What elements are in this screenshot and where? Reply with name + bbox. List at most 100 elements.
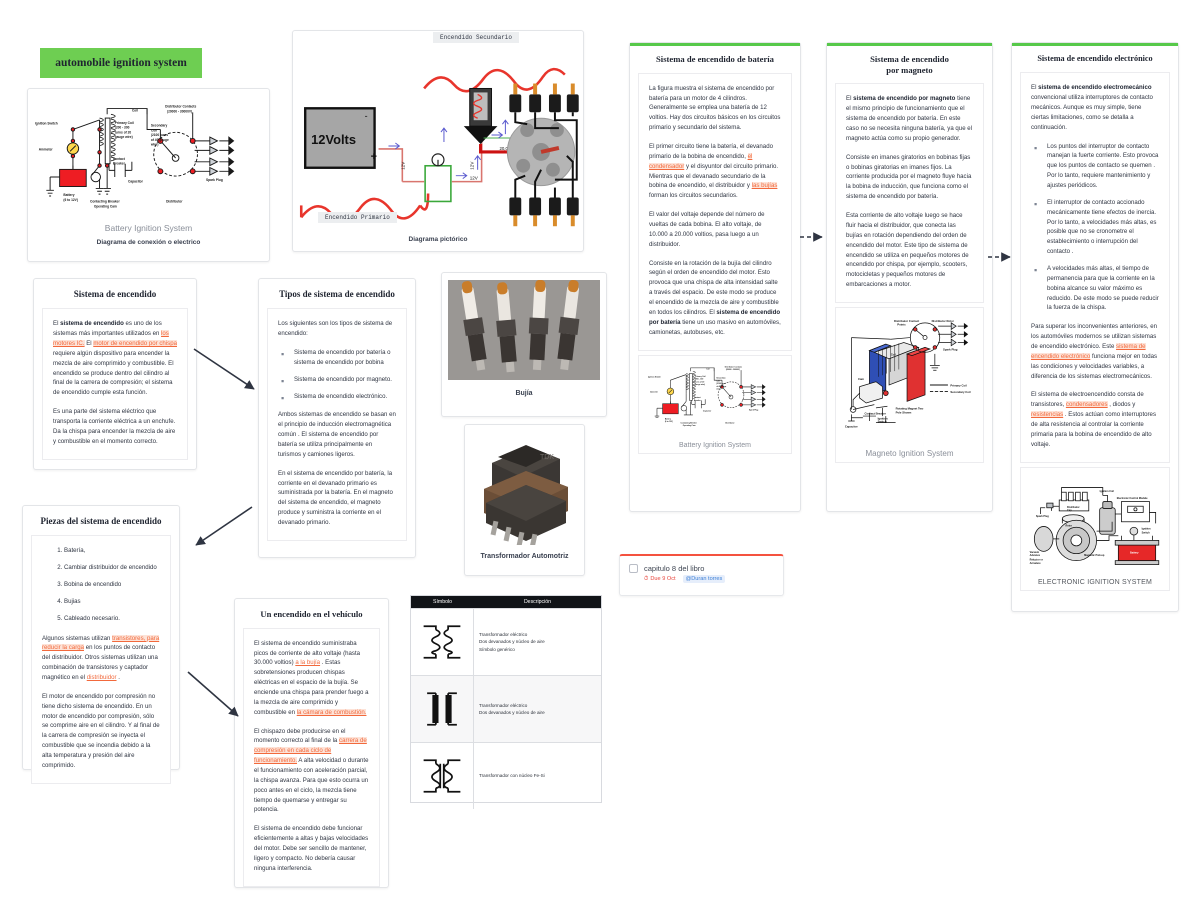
svg-text:Battery: Battery bbox=[665, 417, 671, 420]
link-las-bujias[interactable]: las bujías bbox=[751, 182, 778, 190]
svg-text:Rotor: Rotor bbox=[1065, 524, 1072, 527]
paragraph: Consiste en la rotación de la bujía del … bbox=[649, 259, 781, 336]
svg-text:TDK: TDK bbox=[540, 454, 554, 461]
arrow-encendido-to-tipos bbox=[193, 348, 255, 390]
paragraph: El chispazo debe producirse en el moment… bbox=[254, 727, 369, 814]
svg-text:Magnetic Pick-up: Magnetic Pick-up bbox=[1084, 554, 1105, 557]
svg-text:Breaker: Breaker bbox=[113, 162, 126, 166]
svg-text:Cam: Cam bbox=[858, 377, 865, 381]
paragraph: Para superar los inconvenientes anterior… bbox=[1031, 323, 1158, 380]
svg-text:Ignition Coil: Ignition Coil bbox=[1100, 490, 1115, 493]
svg-text:(2100 turns: (2100 turns bbox=[151, 133, 168, 137]
svg-text:Breaker: Breaker bbox=[694, 398, 701, 401]
list-item: El interruptor de contacto accionado mec… bbox=[1034, 197, 1159, 257]
card-title: Sistema de encendido por magneto bbox=[827, 43, 992, 83]
svg-text:Distributor Rotor: Distributor Rotor bbox=[932, 319, 955, 323]
battery-ignition-thumb: Ignition Switch Primary Coil(200 - 300tu… bbox=[648, 365, 766, 427]
svg-text:Capacitor: Capacitor bbox=[845, 424, 859, 428]
link-camara-combustion[interactable]: la cámara de combustión. bbox=[296, 708, 367, 716]
card-accent-bar bbox=[1012, 43, 1178, 46]
spark-plugs-photo bbox=[448, 280, 600, 380]
svg-text:Distributor Contacts: Distributor Contacts bbox=[165, 105, 196, 109]
svg-text:Coil: Coil bbox=[891, 352, 896, 356]
svg-text:Secondary: Secondary bbox=[716, 376, 725, 379]
symbol-description: Transformador con núcleo Fe-Si bbox=[479, 773, 545, 779]
symbol-description: Transformador eléctrico Dos devanados y … bbox=[479, 702, 545, 715]
svg-text:Ammeter: Ammeter bbox=[39, 147, 54, 151]
paragraph: El sistema de encendido es uno de los si… bbox=[53, 320, 177, 397]
link-resistencias[interactable]: resistencias bbox=[1031, 411, 1064, 419]
battery-ignition-electric-diagram: Ignition Switch Primary Coil(200 - 300 t… bbox=[35, 105, 235, 208]
symbol-fe-si-core bbox=[411, 743, 474, 809]
list-item: Los puntos del interruptor de contacto m… bbox=[1034, 141, 1159, 191]
svg-text:-: - bbox=[365, 111, 368, 121]
col-header-simbolo: Símbolo bbox=[432, 599, 453, 605]
svg-text:Capacitor: Capacitor bbox=[128, 180, 144, 184]
card-title-line2: por magneto bbox=[886, 64, 933, 75]
pictorial-v-primary: 12V bbox=[470, 176, 479, 181]
paragraph: El sistema de encendido debe funcionar e… bbox=[254, 825, 369, 872]
svg-text:Ignition: Ignition bbox=[878, 416, 888, 420]
label-encendido-primario: Encendido Primario bbox=[318, 212, 397, 223]
paragraph: Es una parte del sistema eléctrico que t… bbox=[53, 408, 176, 445]
svg-text:Battery: Battery bbox=[63, 193, 74, 197]
list-item: Sistema de encendido por magneto. bbox=[281, 374, 396, 388]
svg-text:turns of 20: turns of 20 bbox=[695, 380, 704, 383]
svg-text:(6 to 12V): (6 to 12V) bbox=[665, 420, 673, 423]
list-item: A velocidades más altas, el tiempo de pe… bbox=[1034, 263, 1159, 313]
paragraph: El valor del voltaje depende del número … bbox=[649, 211, 765, 248]
battery-thumb-caption: Battery Ignition System bbox=[679, 441, 751, 449]
task-due-label: Due 9 Oct bbox=[650, 576, 676, 582]
paragraph: El sistema de encendido por magneto tien… bbox=[846, 95, 973, 142]
list-item: Cambiar distribuidor de encendido bbox=[64, 563, 160, 573]
pictorial-battery-text: 12Volts bbox=[311, 132, 356, 147]
task-label: capitulo 8 del libro bbox=[644, 564, 705, 573]
svg-text:Operating Cam: Operating Cam bbox=[94, 204, 117, 208]
paragraph: En el sistema de encendido por batería, … bbox=[278, 469, 393, 526]
svg-text:Coil: Coil bbox=[151, 128, 157, 132]
svg-text:Primary Coil: Primary Coil bbox=[695, 374, 706, 377]
svg-text:Distributor: Distributor bbox=[1067, 505, 1080, 508]
paragraph: Esta corriente de alto voltaje luego se … bbox=[846, 212, 969, 289]
electronic-thumb-frame: Ignition Coil Electronic Control Module … bbox=[1020, 466, 1170, 591]
symbol-two-winding-air-core bbox=[411, 676, 474, 742]
paragraph: Algunos sistemas utilizan transistores, … bbox=[42, 634, 160, 681]
svg-text:12V: 12V bbox=[400, 161, 405, 170]
svg-text:Armature: Armature bbox=[1030, 561, 1042, 564]
magneto-thumb-caption: Magneto Ignition System bbox=[865, 448, 954, 458]
table-row: Transformador eléctrico Dos devanados y … bbox=[411, 608, 601, 675]
svg-text:Distributor Contact: Distributor Contact bbox=[894, 319, 919, 323]
task-mention-badge[interactable]: @Duran torres bbox=[682, 575, 726, 583]
link-motor-encendido-chispa[interactable]: motor de encendido por chispa bbox=[93, 339, 177, 347]
paragraph: El sistema de encendido suministraba pic… bbox=[254, 639, 369, 716]
svg-text:Switch: Switch bbox=[1142, 531, 1150, 534]
battery-ignition-electric-diagram-card: Ignition Switch Primary Coil(200 - 300 t… bbox=[27, 88, 270, 262]
svg-text:Distributor: Distributor bbox=[725, 421, 734, 424]
paragraph: La figura muestra el sistema de encendid… bbox=[649, 84, 781, 132]
svg-text:Contact: Contact bbox=[694, 396, 701, 399]
pictorial-v-coil: 12V bbox=[470, 161, 475, 170]
link-condensadores[interactable]: condensadores bbox=[1065, 401, 1108, 409]
svg-text:Coil: Coil bbox=[716, 380, 720, 382]
svg-text:Ignition Switch: Ignition Switch bbox=[35, 122, 58, 126]
svg-text:Distributor: Distributor bbox=[166, 200, 183, 204]
link-a-la-bujia[interactable]: a la bujía bbox=[295, 659, 321, 667]
svg-text:(200 - 300: (200 - 300 bbox=[115, 126, 130, 130]
paragraph: Consiste en imanes giratorios en bobinas… bbox=[846, 153, 972, 201]
task-meta: ⏱ Due 9 Oct @Duran torres bbox=[620, 575, 783, 591]
svg-text:Operating Cam: Operating Cam bbox=[683, 424, 696, 427]
electronic-ignition-diagram: Ignition Coil Electronic Control Module … bbox=[1030, 486, 1160, 565]
symbol-air-core-generic bbox=[411, 609, 474, 675]
transformer-photo: TDK bbox=[472, 433, 577, 545]
link-distribuidor[interactable]: distribuidor bbox=[86, 673, 117, 681]
svg-text:Ignition: Ignition bbox=[1142, 527, 1151, 530]
task-checkbox[interactable] bbox=[629, 564, 638, 573]
card-title: Sistema de encendido bbox=[73, 289, 157, 299]
svg-text:Electronic Control Module: Electronic Control Module bbox=[1117, 497, 1148, 500]
task-due-badge[interactable]: ⏱ Due 9 Oct bbox=[644, 576, 676, 583]
tipos-list: Sistema de encendido por batería o siste… bbox=[278, 347, 396, 405]
task-card[interactable]: capitulo 8 del libro ⏱ Due 9 Oct @Duran … bbox=[619, 554, 784, 596]
svg-text:(20000 - 30000V): (20000 - 30000V) bbox=[167, 109, 192, 113]
